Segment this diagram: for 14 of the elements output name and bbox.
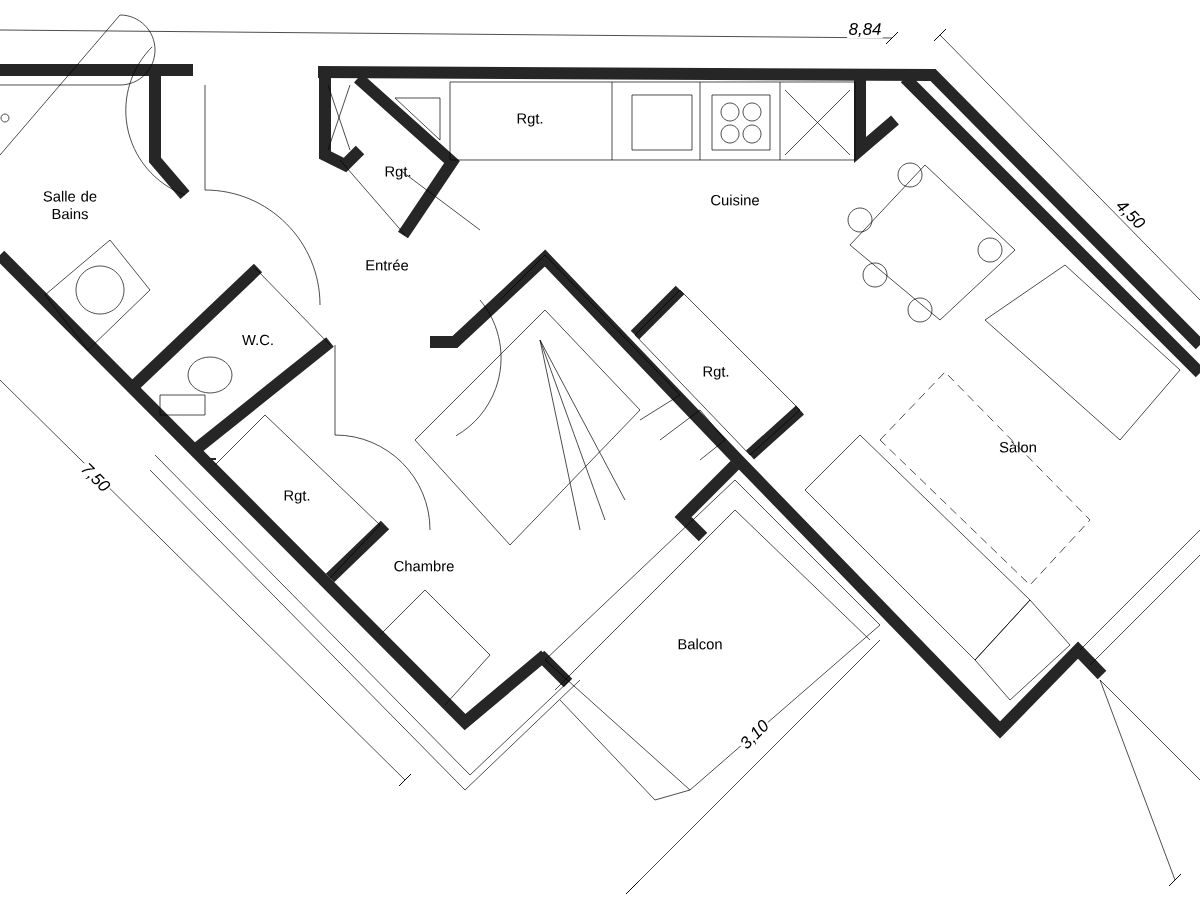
room-label: Rgt. bbox=[385, 166, 411, 180]
room-label: Sàlon bbox=[999, 441, 1036, 453]
room-label: W.C. bbox=[242, 334, 273, 346]
room-label: Balcon bbox=[678, 638, 722, 650]
room-label: Rgt. bbox=[284, 490, 310, 504]
dimension-label: 4,50 bbox=[1111, 196, 1149, 234]
room-label: Rgt. bbox=[517, 113, 543, 127]
room-label: Cuisine bbox=[711, 194, 759, 206]
dimension-label: 8,84 bbox=[847, 21, 883, 39]
room-label: Chambre bbox=[394, 560, 454, 572]
room-label: Entrée bbox=[366, 259, 409, 271]
room-label: Rgt. bbox=[703, 366, 729, 380]
room-label: Salle de Bains bbox=[43, 190, 97, 220]
dimension-label: 7,50 bbox=[76, 459, 114, 497]
